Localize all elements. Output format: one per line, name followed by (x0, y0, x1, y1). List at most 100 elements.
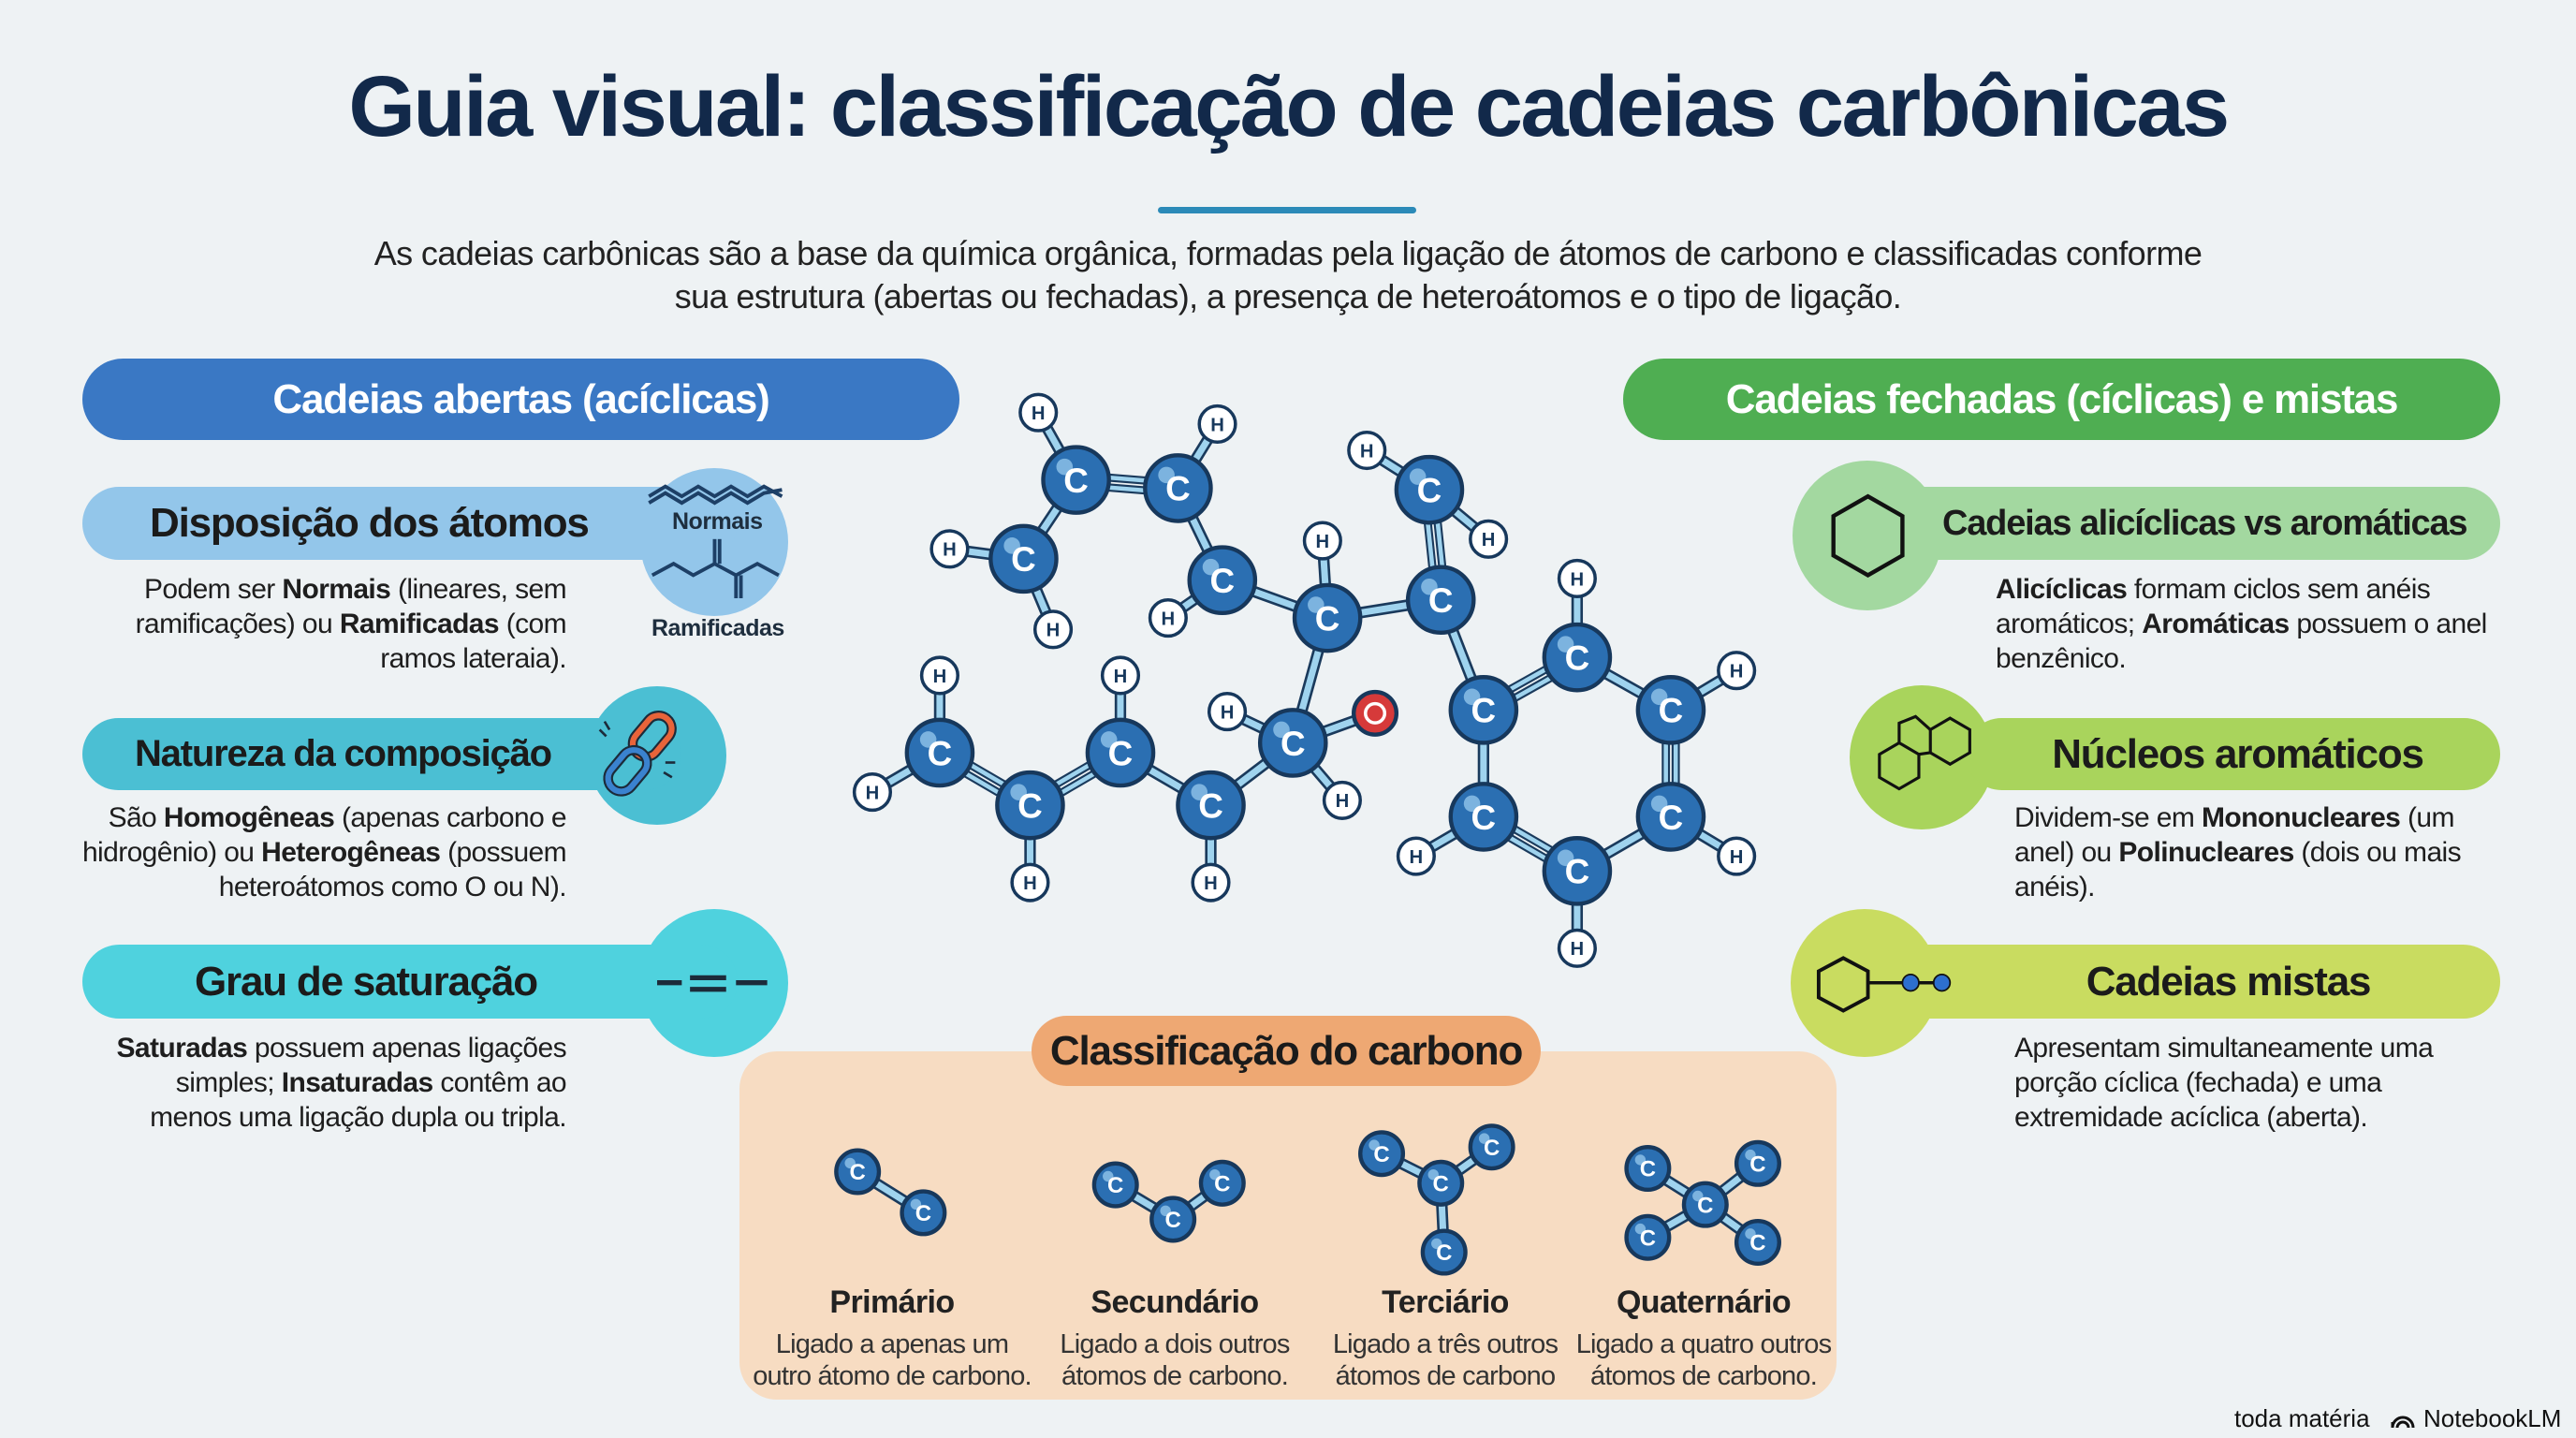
hydrogen-atom: H (1557, 558, 1597, 598)
bond (1575, 654, 1673, 713)
desc-line: São Homogêneas (apenas carbono e (82, 800, 567, 835)
carbon-atom: C (1635, 675, 1706, 745)
carbon-type-name: Terciário (1382, 1284, 1509, 1320)
bond (1427, 487, 1491, 542)
bond (1431, 489, 1448, 600)
atom-symbol: H (1571, 569, 1585, 590)
carbon-atom: C (904, 717, 975, 788)
atom-symbol: H (1210, 415, 1224, 435)
carbon-atom: C (1041, 445, 1111, 515)
open-chains-header: Cadeias abertas (acíclicas) (82, 359, 959, 440)
bond (941, 746, 1034, 803)
closed-chains-header: Cadeias fechadas (cíclicas) e mistas (1623, 359, 2500, 440)
hydrogen-atom: H (1302, 521, 1342, 561)
desc-line: ramificações) ou Ramificadas (com (136, 607, 567, 641)
atom-symbol: H (1316, 532, 1330, 552)
text-segment: contêm ao (432, 1067, 566, 1098)
subtitle-line-1: As cadeias carbônicas são a base da quím… (373, 234, 2203, 272)
bold-term: Normais (282, 574, 391, 605)
carbon-type-primario: Primário Ligado a apenas um outro átomo … (752, 1284, 1032, 1392)
bond (1026, 746, 1120, 803)
atom-symbol: H (1204, 873, 1218, 894)
text-segment: Podem ser (144, 574, 283, 605)
carbon-type-name: Quaternário (1616, 1284, 1792, 1320)
carbon-type-desc: Ligado a apenas um (775, 1329, 1009, 1359)
atom-symbol: C (1659, 799, 1684, 837)
atom-symbol: H (1046, 621, 1061, 641)
hydrogen-atom: H (929, 529, 970, 569)
hydrogen-atom: H (1396, 836, 1436, 876)
carbon-atom: C (1143, 453, 1213, 523)
desc-line: Apresentam simultaneamente uma (2014, 1031, 2434, 1065)
bond (1208, 740, 1295, 808)
atom-symbol: C (1165, 470, 1191, 508)
carbon-atom: C (1448, 782, 1519, 852)
carbon-atom: C (1257, 708, 1328, 778)
bold-term: Heterogêneas (261, 837, 441, 868)
carbon-type-name: Secundário (1090, 1284, 1259, 1320)
nucleos-title: Núcleos aromáticos (1966, 718, 2500, 790)
disposicao-title: Disposição dos átomos (82, 487, 738, 560)
atom-symbol: H (1221, 702, 1235, 723)
atom-symbol: H (943, 540, 957, 561)
text-segment: (com (498, 609, 567, 639)
atom-symbol: C (928, 734, 953, 772)
atom-symbol: C (1565, 853, 1590, 891)
text-segment: porção cíclica (fechada) e uma (2014, 1067, 2382, 1098)
bold-term: Saturadas (116, 1033, 248, 1064)
text-segment: benzênico. (1996, 643, 2127, 674)
carbon-atom: C (1542, 622, 1613, 693)
desc-line: porção cíclica (fechada) e uma (2014, 1065, 2433, 1100)
bold-term: Aromáticas (2142, 609, 2290, 639)
bond (948, 545, 1024, 563)
oxygen-atom (1352, 689, 1399, 737)
bold-term: Ramificadas (339, 609, 500, 639)
bond (1575, 814, 1673, 874)
desc-line: Saturadas possuem apenas ligações (117, 1031, 567, 1065)
desc-line: Dividem-se em Mononucleares (um (2014, 800, 2461, 835)
bond (1326, 596, 1442, 622)
atom-symbol: C (1565, 639, 1590, 678)
hydrogen-atom: H (1010, 862, 1050, 902)
bond (1035, 410, 1079, 482)
atom-symbol: H (1730, 847, 1744, 868)
bold-term: Alicíclicas (1996, 574, 2128, 605)
atom-symbol: C (1417, 472, 1442, 510)
carbon-type-desc: Ligado a três outros (1332, 1329, 1559, 1359)
atom-symbol: C (1017, 786, 1043, 825)
bold-term: Homogêneas (163, 802, 335, 833)
atom-symbol: C (1063, 462, 1089, 500)
bond (1669, 814, 1738, 859)
bond (1225, 708, 1295, 746)
atom-symbol: C (1011, 540, 1036, 579)
hydrogen-atom: H (1018, 392, 1059, 433)
carbon-atom: C (1394, 454, 1465, 525)
atom-symbol: H (1410, 847, 1424, 868)
atom-symbol: H (1162, 609, 1176, 629)
bond (936, 755, 1029, 812)
atom-symbol: C (1471, 799, 1497, 837)
text-segment: Dividem-se em (2014, 802, 2202, 833)
text-segment: possuem apenas ligações (247, 1033, 567, 1064)
natureza-title: Natureza da composição (82, 718, 681, 790)
bond (1437, 598, 1487, 712)
carbon-type-secundario: Secundário Ligado a dois outros átomos d… (1034, 1284, 1315, 1392)
carbon-type-desc: Ligado a dois outros (1060, 1329, 1290, 1359)
bond (1020, 477, 1079, 561)
atom-symbol: H (1360, 441, 1374, 462)
atom-symbol: C (1428, 581, 1454, 620)
atom-symbol: H (1023, 873, 1037, 894)
carbon-type-desc: átomos de carbono. (1061, 1361, 1289, 1391)
carbon-atom: C (1176, 770, 1246, 841)
bond (871, 749, 942, 796)
hydrogen-atom: H (1322, 780, 1362, 820)
bond (1365, 448, 1431, 493)
text-segment: hidrogênio) ou (81, 837, 262, 868)
hydrogen-atom: H (1469, 519, 1509, 559)
text-segment: ramos lateraia). (380, 643, 566, 674)
subtitle-line-2: sua estrutura (abertas ou fechadas), a p… (674, 277, 1902, 315)
atom-symbol: C (1315, 599, 1340, 638)
normais-label: Normais (672, 508, 763, 535)
